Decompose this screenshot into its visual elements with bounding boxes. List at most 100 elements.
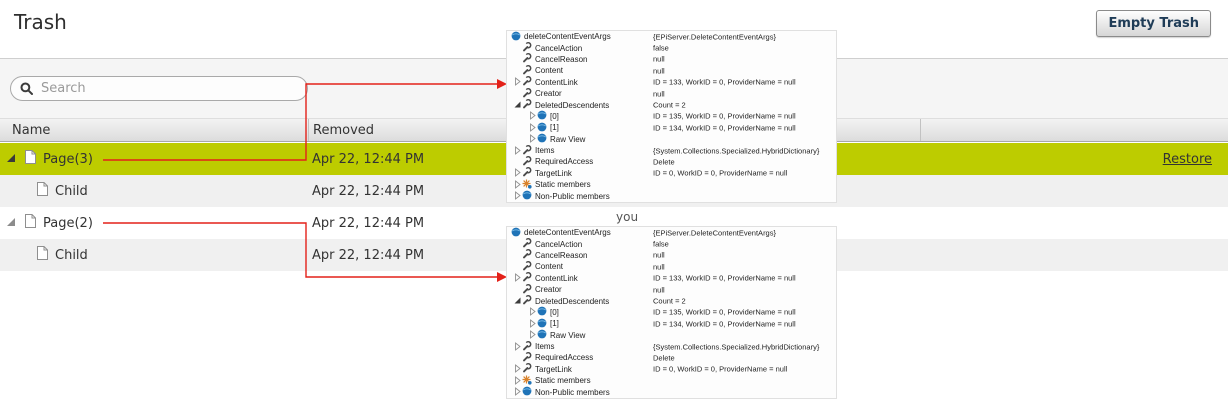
object-icon [537,326,550,344]
row-removed: Apr 22, 12:44 PM [312,215,425,231]
wrench-icon [522,50,535,68]
expand-collapsed-icon[interactable] [513,164,522,182]
expand-collapsed-icon[interactable] [528,303,537,321]
row-name-cell: Child [0,239,88,271]
member-name: Static members [535,180,591,190]
page-icon [36,181,55,201]
expand-spacer [513,251,522,260]
column-header-name[interactable]: Name [12,122,51,138]
member-name: Content [535,66,564,76]
member-name: deleteContentEventArgs [524,32,611,42]
expand-collapsed-icon[interactable] [513,383,522,400]
expand-expanded-icon[interactable] [513,96,522,114]
inspector-row: CancelReason null [507,53,836,65]
restore-link[interactable]: Restore [1162,151,1212,167]
static-members-icon [522,372,535,390]
inspector-row: [1]ID = 134, WorkID = 0, ProviderName = … [507,318,836,329]
member-name: CancelAction [535,239,583,249]
expand-collapsed-icon[interactable] [528,130,537,148]
member-value: ID = 134, WorkID = 0, ProviderName = nul… [653,123,796,133]
member-name: RequiredAccess [535,157,594,167]
object-icon [522,383,535,400]
member-value: null [653,89,665,99]
member-name: CancelAction [535,43,583,53]
expand-collapsed-icon[interactable] [513,372,522,390]
row-removed: Apr 22, 12:44 PM [312,183,425,199]
member-value: Count = 2 [653,100,686,110]
wrench-icon [522,292,535,310]
expand-collapsed-icon[interactable] [528,119,537,137]
expand-collapsed-icon[interactable] [513,176,522,194]
expand-collapsed-icon[interactable] [528,107,537,125]
member-name: [0] [550,307,559,317]
search-input[interactable] [39,80,283,97]
search-box[interactable] [10,76,308,101]
member-value: ID = 135, WorkID = 0, ProviderName = nul… [653,111,796,121]
inspector-row: deleteContentEventArgs {EPiServer.DeleteC… [507,31,836,42]
wrench-icon [522,281,535,299]
expand-collapsed-icon[interactable] [513,142,522,160]
object-icon [522,187,535,205]
object-icon [537,315,550,333]
member-value: {EPiServer.DeleteContentEventArgs} [653,228,776,238]
expand-collapsed-icon[interactable] [513,73,522,91]
expand-collapsed-icon[interactable] [513,269,522,287]
inspector-row: [0]ID = 135, WorkID = 0, ProviderName = … [507,111,836,122]
debug-inspector-bottom: deleteContentEventArgs {EPiServer.DeleteC… [506,226,837,399]
inspector-row: deleteContentEventArgs {EPiServer.DeleteC… [507,227,836,238]
member-name: DeletedDescendents [535,100,610,110]
member-name: deleteContentEventArgs [524,228,611,238]
empty-trash-button[interactable]: Empty Trash [1096,10,1211,37]
member-name: Items [535,146,555,156]
member-name: Static members [535,376,591,386]
row-name: Child [55,183,88,199]
row-removed: Apr 22, 12:44 PM [312,247,425,263]
page-icon [24,149,43,169]
expand-collapsed-icon[interactable] [528,315,537,333]
expand-collapsed-icon[interactable] [513,187,522,205]
member-value: Delete [653,353,675,363]
tree-expand-icon[interactable] [0,152,24,167]
expand-collapsed-icon[interactable] [528,326,537,344]
member-value: null [653,54,665,64]
expand-collapsed-icon[interactable] [513,360,522,378]
wrench-icon [522,360,535,378]
inspector-row: Non-Public members [507,386,836,397]
row-removed: Apr 22, 12:44 PM [312,151,425,167]
member-value: null [653,66,665,76]
expand-spacer [513,55,522,64]
member-name: CancelReason [535,54,588,64]
member-name: Non-Public members [535,191,610,201]
member-name: RequiredAccess [535,353,594,363]
member-name: ContentLink [535,273,578,283]
wrench-icon [522,246,535,264]
member-value: {System.Collections.Specialized.HybridDi… [653,146,820,156]
member-name: Raw View [550,330,586,340]
member-name: Raw View [550,134,586,144]
inspector-row: Static members [507,179,836,190]
expand-spacer [513,240,522,249]
member-name: Creator [535,89,562,99]
inspector-row: Items{System.Collections.Specialized.Hyb… [507,340,836,352]
wrench-icon [522,62,535,80]
member-value: {EPiServer.DeleteContentEventArgs} [653,32,776,42]
member-value: ID = 134, WorkID = 0, ProviderName = nul… [653,319,796,329]
object-icon [537,303,550,321]
object-icon [537,119,550,137]
expand-expanded-icon[interactable] [513,292,522,310]
member-name: TargetLink [535,364,572,374]
row-name-cell: Child [0,175,88,207]
row-name: Page(2) [43,215,93,231]
member-value: {System.Collections.Specialized.HybridDi… [653,342,820,352]
expand-collapsed-icon[interactable] [513,338,522,356]
member-value: ID = 0, WorkID = 0, ProviderName = null [653,364,788,374]
tree-expand-icon[interactable] [0,216,24,231]
inspector-row: [1]ID = 134, WorkID = 0, ProviderName = … [507,122,836,133]
inspector-row: Non-Public members [507,190,836,201]
